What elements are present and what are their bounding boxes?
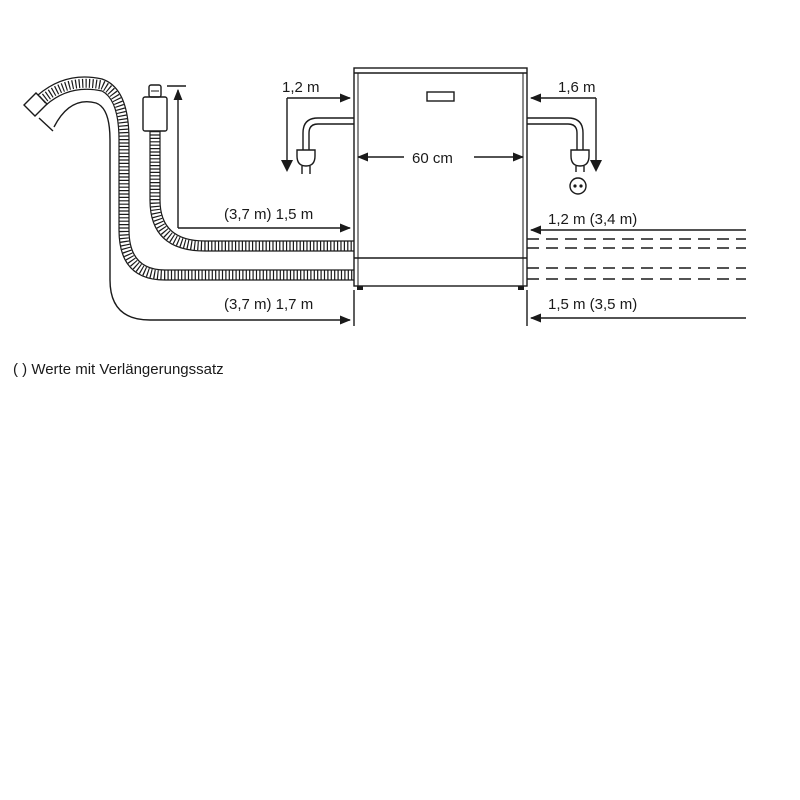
bottom-right-label: 1,5 m (3,5 m) <box>548 296 637 313</box>
left-power-cable: 1,2 m <box>281 79 354 174</box>
water-right-label: 1,2 m (3,4 m) <box>548 211 637 228</box>
plug-left-icon <box>296 149 316 167</box>
footnote: ( ) Werte mit Verlängerungssatz <box>13 361 224 378</box>
right-extension: 1,2 m (3,4 m) 1,5 m (3,5 m) <box>526 211 746 326</box>
power-right-label: 1,6 m <box>558 79 596 96</box>
drain-hose-label: (3,7 m) 1,5 m <box>224 206 313 223</box>
width-dimension: 60 cm <box>356 150 525 167</box>
width-label: 60 cm <box>412 150 453 167</box>
socket-icon <box>569 177 587 195</box>
drain-hose: (3,7 m) 1,5 m <box>142 84 354 252</box>
inlet-hose-label: (3,7 m) 1,7 m <box>224 296 313 313</box>
tap-connector-icon <box>23 92 54 132</box>
control-panel-display <box>426 91 455 102</box>
plug-right-icon <box>570 149 590 167</box>
siphon-connector-icon <box>142 96 168 132</box>
right-power-cable: 1,6 m <box>527 79 602 195</box>
left-foot <box>357 286 363 290</box>
dishwasher <box>353 67 528 290</box>
power-left-label: 1,2 m <box>282 79 320 96</box>
inlet-hose: (3,7 m) 1,7 m <box>23 76 355 326</box>
right-foot <box>518 286 524 290</box>
